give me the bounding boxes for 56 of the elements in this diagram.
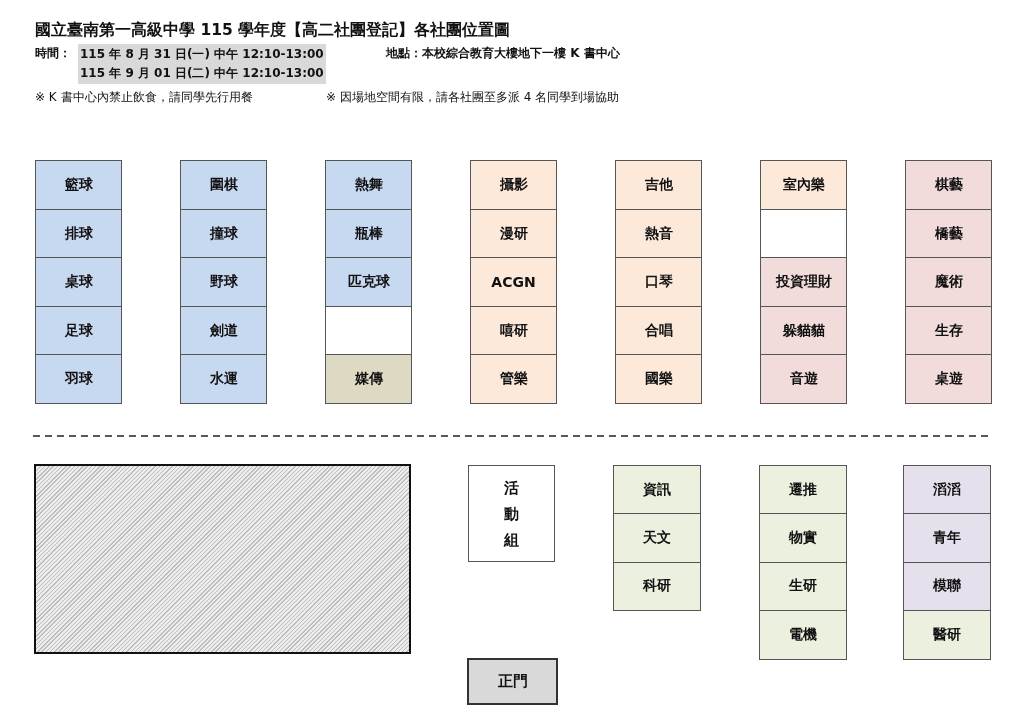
- club-booth: 室內樂: [760, 160, 847, 210]
- club-booth: 合唱: [615, 305, 702, 356]
- note-text: ※ 因場地空間有限，請各社團至多派 4 名同學到場協助: [326, 89, 620, 106]
- club-booth: 投資理財: [760, 257, 847, 308]
- club-booth: 生存: [905, 305, 992, 356]
- empty-booth: [325, 305, 412, 356]
- club-booth: 圍棋: [180, 160, 267, 210]
- club-booth: 國樂: [615, 354, 702, 405]
- club-booth: 劍道: [180, 305, 267, 356]
- club-booth: 遷推: [759, 465, 847, 515]
- club-booth: 天文: [613, 513, 701, 563]
- club-booth: 物實: [759, 513, 847, 563]
- club-booth: 嘻研: [470, 305, 557, 356]
- club-booth: 音遊: [760, 354, 847, 405]
- club-booth: 滔滔: [903, 465, 991, 515]
- club-booth: 吉他: [615, 160, 702, 210]
- club-booth: 野球: [180, 257, 267, 308]
- club-booth: 羽球: [35, 354, 122, 405]
- time-label: 時間：: [35, 45, 71, 62]
- club-booth: 魔術: [905, 257, 992, 308]
- club-booth: 科研: [613, 561, 701, 612]
- club-booth: 排球: [35, 208, 122, 259]
- club-booth: 熱音: [615, 208, 702, 259]
- note-text: ※ K 書中心內禁止飲食，請同學先行用餐: [35, 89, 253, 106]
- club-booth: 模聯: [903, 561, 991, 612]
- club-booth: 電機: [759, 609, 847, 660]
- club-booth: 足球: [35, 305, 122, 356]
- club-booth: 攝影: [470, 160, 557, 210]
- club-booth: 資訊: [613, 465, 701, 515]
- office-booth: 活動組: [468, 465, 555, 562]
- club-booth: 瓶棒: [325, 208, 412, 259]
- club-booth: 桌遊: [905, 354, 992, 405]
- entrance-sign: 正門: [467, 658, 558, 705]
- title: 國立臺南第一高級中學 115 學年度【高二社團登記】各社團位置圖: [35, 20, 511, 41]
- hatched-area: [34, 464, 411, 654]
- club-booth: 青年: [903, 513, 991, 563]
- club-booth: 水運: [180, 354, 267, 405]
- club-booth: 媒傳: [325, 354, 412, 405]
- club-booth: 管樂: [470, 354, 557, 405]
- club-booth: 橋藝: [905, 208, 992, 259]
- date-time-text: 115 年 8 月 31 日(一) 中午 12:10-13:00: [78, 44, 326, 65]
- club-booth: 熱舞: [325, 160, 412, 210]
- club-booth: 匹克球: [325, 257, 412, 308]
- club-booth: 撞球: [180, 208, 267, 259]
- club-booth: 口琴: [615, 257, 702, 308]
- club-booth: ACGN: [470, 257, 557, 308]
- empty-booth: [760, 208, 847, 259]
- club-booth: 籃球: [35, 160, 122, 210]
- club-booth: 躲貓貓: [760, 305, 847, 356]
- date-time-text: 115 年 9 月 01 日(二) 中午 12:10-13:00: [78, 63, 326, 84]
- club-booth: 棋藝: [905, 160, 992, 210]
- club-booth: 生研: [759, 561, 847, 612]
- location-text: 地點：本校綜合教育大樓地下一樓 K 書中心: [386, 45, 620, 62]
- club-booth: 醫研: [903, 609, 991, 660]
- club-booth: 桌球: [35, 257, 122, 308]
- club-booth: 漫研: [470, 208, 557, 259]
